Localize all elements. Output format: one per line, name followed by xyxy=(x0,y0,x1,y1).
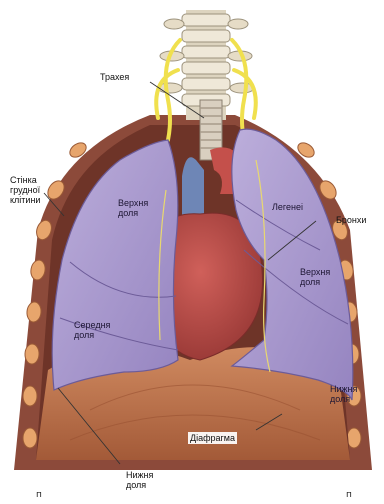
corner-mark-right: п xyxy=(346,490,352,500)
label-bronchi: Бронхи xyxy=(336,215,366,225)
label-lungs: Легенеі xyxy=(272,202,303,212)
corner-mark-left: п xyxy=(36,490,42,500)
label-upper-lobe-right: Верхня доля xyxy=(118,198,148,218)
label-trachea: Трахея xyxy=(100,72,129,82)
label-upper-lobe-left: Верхня доля xyxy=(300,267,330,287)
label-middle-lobe: Середня доля xyxy=(74,320,110,340)
label-diaphragm: Діафрагма xyxy=(188,432,237,444)
label-lower-lobe-right: Нижня доля xyxy=(330,384,357,404)
label-chest-wall: Стінка грудної клітини xyxy=(8,174,42,206)
label-lower-lobe-left: Нижня доля xyxy=(126,470,153,490)
